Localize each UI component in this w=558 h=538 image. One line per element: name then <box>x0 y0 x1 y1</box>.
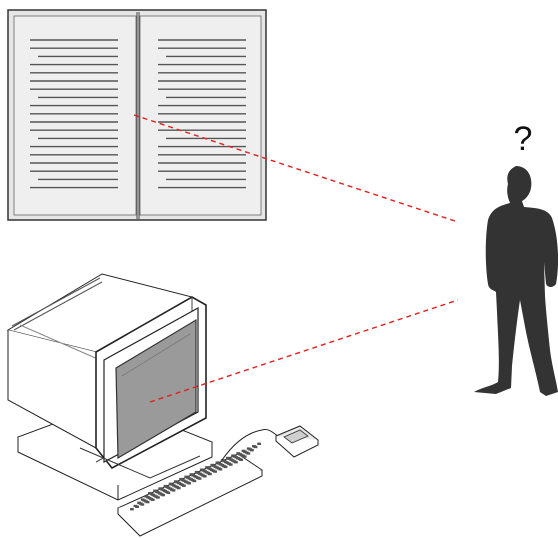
keyboard-key <box>140 498 145 501</box>
keyboard-key <box>189 473 194 476</box>
sight-line-to-book <box>133 114 459 223</box>
desktop-computer-icon <box>6 273 214 501</box>
keyboard-key <box>205 466 209 469</box>
keyboard-key <box>137 501 141 504</box>
keyboard-key <box>246 447 251 450</box>
keyboard-key <box>257 442 261 445</box>
keyboard-key <box>144 495 149 498</box>
keyboard-key <box>179 477 183 481</box>
keyboard-key <box>241 449 246 453</box>
keyboard-key <box>200 468 204 471</box>
question-mark-label: ? <box>513 120 533 158</box>
keyboard-key <box>220 459 225 462</box>
keyboard-keys <box>130 442 261 511</box>
keyboard-key <box>174 480 178 483</box>
keyboard-key <box>153 489 157 492</box>
open-book-icon <box>7 9 267 221</box>
keyboard-key <box>133 504 138 508</box>
book-text-lines-left <box>30 39 118 189</box>
keyboard-key <box>158 487 163 490</box>
keyboard-key <box>194 470 199 474</box>
keyboard-key <box>231 454 235 457</box>
keyboard-key <box>148 492 152 495</box>
keyboard-key <box>184 475 189 478</box>
keyboard-key <box>215 461 220 464</box>
keyboard-key <box>168 482 173 485</box>
keyboard-key <box>226 456 230 460</box>
keyboard-key <box>130 508 134 511</box>
sight-line-to-screen <box>149 299 459 403</box>
person-silhouette-icon <box>474 166 558 396</box>
keyboard-icon <box>117 442 263 537</box>
keyboard-key <box>236 452 241 455</box>
sight-lines <box>133 114 459 403</box>
keyboard-key <box>210 463 215 467</box>
keyboard-key <box>252 445 256 448</box>
mouse-icon <box>221 425 319 461</box>
keyboard-key <box>163 484 168 488</box>
